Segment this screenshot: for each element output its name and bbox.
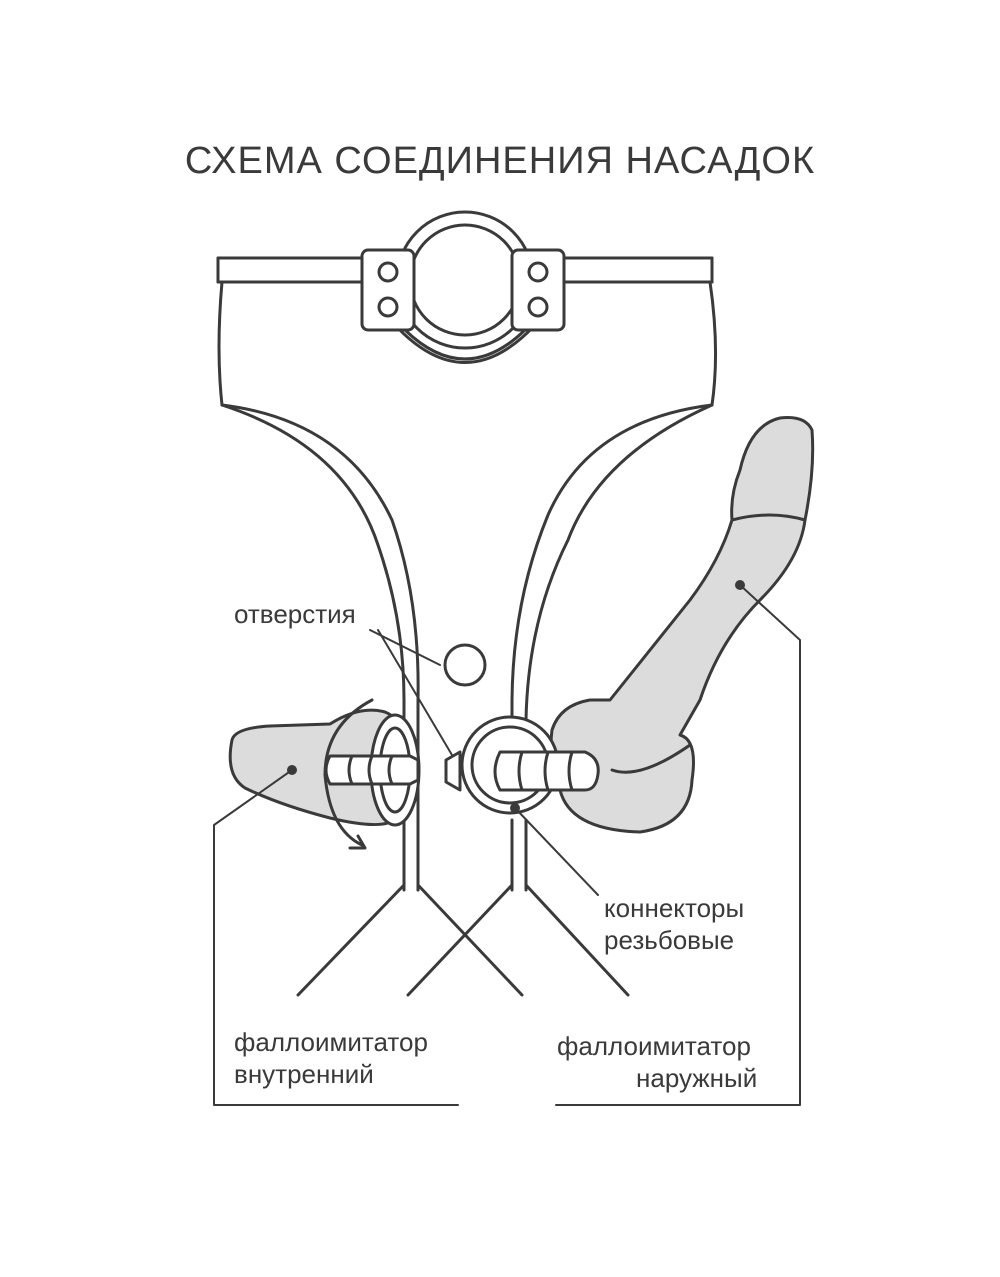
rotation-arrow-icon — [323, 698, 374, 850]
hole — [443, 643, 487, 687]
label-inner-line2: внутренний — [234, 1059, 374, 1089]
left-buckle — [360, 248, 416, 332]
label-connectors-line2: резьбовые — [604, 925, 735, 955]
leader-lines — [213, 580, 801, 1106]
label-outer-line2: наружный — [636, 1063, 758, 1093]
right-buckle — [510, 248, 566, 332]
label-inner-line1: фаллоимитатор — [234, 1027, 428, 1057]
diagram-title: СХЕМА СОЕДИНЕНИЯ НАСАДОК — [184, 140, 816, 182]
waistband — [216, 256, 714, 284]
right-connector — [444, 715, 600, 815]
left-connector — [324, 713, 421, 827]
label-connectors-line1: коннекторы — [604, 893, 745, 923]
leg-straps — [296, 883, 630, 997]
label-holes: отверстия — [234, 599, 356, 629]
outer-dildo — [549, 416, 815, 834]
label-outer-line1: фаллоимитатор — [557, 1031, 751, 1061]
